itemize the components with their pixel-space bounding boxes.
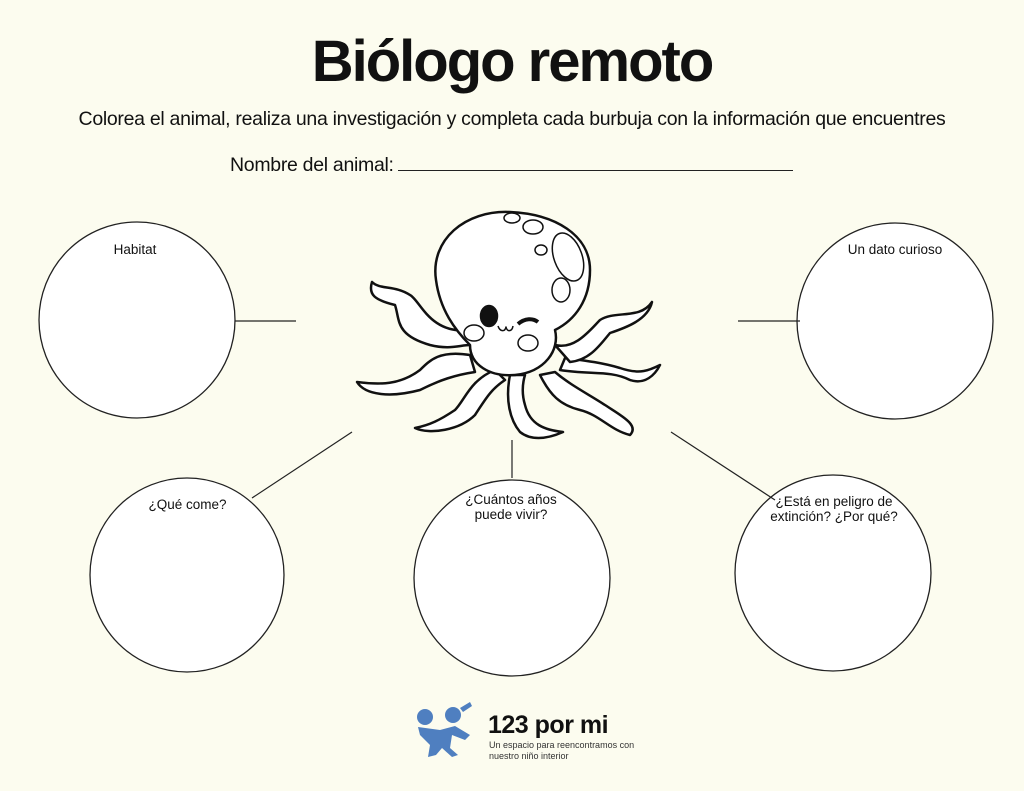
octopus-illustration — [355, 210, 662, 440]
bubble-que-come[interactable] — [89, 477, 285, 673]
bubble-label-dato-curioso: Un dato curioso — [847, 242, 943, 257]
bubble-label-habitat: Habitat — [113, 242, 157, 257]
bubble-cuantos-anos[interactable] — [413, 479, 611, 677]
animal-name-label: Nombre del animal: — [230, 154, 394, 176]
brand-tagline: Un espacio para reencontramos con nuestr… — [489, 740, 635, 761]
animal-name-blank[interactable] — [397, 152, 793, 171]
bubble-label-que-come: ¿Qué come? — [148, 497, 227, 512]
animal-name-field[interactable]: Nombre del animal: — [230, 152, 793, 177]
instructions: Colorea el animal, realiza una investiga… — [78, 108, 946, 130]
brand-name: 123 por mi — [488, 711, 609, 739]
connector-line — [670, 431, 776, 501]
bubble-extincion[interactable] — [734, 474, 932, 672]
connector-line — [251, 431, 353, 499]
two-kids-dancing-icon — [417, 702, 472, 757]
bubble-label-extincion: ¿Está en peligro de extinción? ¿Por qué? — [770, 494, 898, 524]
page-title: Biólogo remoto — [311, 29, 715, 94]
bubble-habitat[interactable] — [38, 221, 236, 419]
bubble-label-cuantos-anos: ¿Cuántos años puede vivir? — [465, 492, 557, 522]
